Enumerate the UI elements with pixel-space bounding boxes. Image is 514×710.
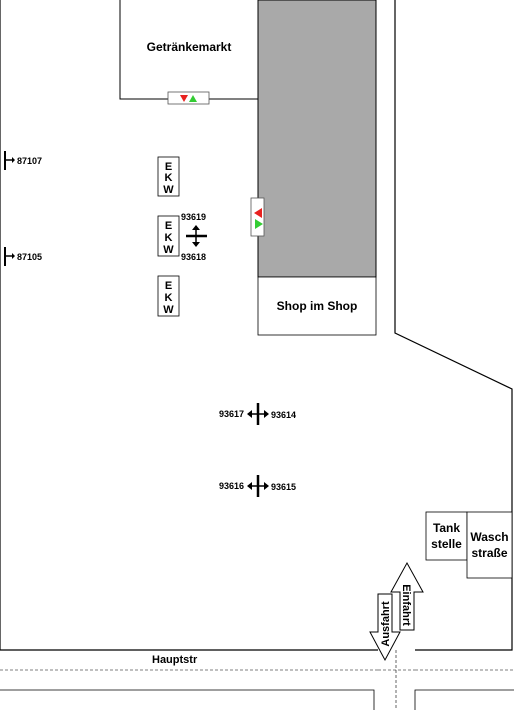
detector-label: 93616 <box>219 481 244 491</box>
einfahrt-arrow: Einfahrt <box>390 561 424 631</box>
getraenkemarkt-label: Getränkemarkt <box>147 40 232 54</box>
detector-label: 93618 <box>181 252 206 262</box>
ausfahrt-arrow: Ausfahrt <box>369 593 401 662</box>
detector-93619-93618: 93619 93618 <box>181 212 207 262</box>
ekw-letter: K <box>165 232 173 244</box>
ausfahrt-label: Ausfahrt <box>380 601 392 647</box>
getraenkemarkt-room <box>119 0 258 100</box>
shop-im-shop-room <box>257 276 377 336</box>
street-curb-left <box>0 689 375 710</box>
building-outline-left <box>0 0 378 651</box>
tankstelle-label-line2: stelle <box>431 537 462 551</box>
ekw-letter: W <box>163 244 174 256</box>
ekw-letter: W <box>163 184 174 196</box>
arrow-left-icon <box>247 482 252 490</box>
detector-93617-93614: 93617 93614 <box>219 403 296 425</box>
arrow-right-icon <box>264 410 269 418</box>
ekw-box-3: E K W <box>157 275 180 317</box>
einfahrt-label: Einfahrt <box>400 584 412 626</box>
detector-label: 93617 <box>219 409 244 419</box>
waschstrasse-label-line2: straße <box>471 546 507 560</box>
detector-label: 93614 <box>271 410 296 420</box>
arrow-right-icon <box>12 253 15 259</box>
waschstrasse-room <box>466 511 513 579</box>
signal-green-up-icon <box>189 95 197 102</box>
ekw-letter: W <box>163 304 174 316</box>
detector-label: 87107 <box>17 156 42 166</box>
shop-im-shop-label: Shop im Shop <box>277 299 358 313</box>
ekw-letter: K <box>165 172 173 184</box>
door-signal-side <box>250 197 265 237</box>
detector-label: 93619 <box>181 212 206 222</box>
street-curb-right <box>414 689 514 710</box>
detector-label: 93615 <box>271 482 296 492</box>
signal-red-down-icon <box>180 95 188 102</box>
building-outline <box>394 0 513 651</box>
detector-93616-93615: 93616 93615 <box>219 475 296 497</box>
street-label: Hauptstr <box>152 654 198 666</box>
ekw-letter: K <box>165 292 173 304</box>
shop-gray-area <box>257 0 377 278</box>
arrow-down-icon <box>192 242 200 247</box>
tankstelle-room <box>425 511 468 561</box>
detector-87105: 87105 <box>4 247 42 266</box>
ekw-box-1: E K W <box>157 156 180 197</box>
arrow-right-icon <box>12 157 15 163</box>
arrow-left-icon <box>247 410 252 418</box>
ekw-letter: E <box>165 161 172 173</box>
tankstelle-label-line1: Tank <box>433 521 460 535</box>
door-signal-top <box>167 91 210 105</box>
arrow-up-icon <box>192 225 200 230</box>
detector-label: 87105 <box>17 252 42 262</box>
ekw-letter: E <box>165 280 172 292</box>
detector-87107: 87107 <box>4 151 42 170</box>
signal-green-right-icon <box>255 219 263 229</box>
ekw-box-2: E K W <box>157 215 180 257</box>
waschstrasse-label-line1: Wasch <box>470 530 508 544</box>
signal-red-left-icon <box>254 208 262 218</box>
ekw-letter: E <box>165 220 172 232</box>
arrow-right-icon <box>264 482 269 490</box>
